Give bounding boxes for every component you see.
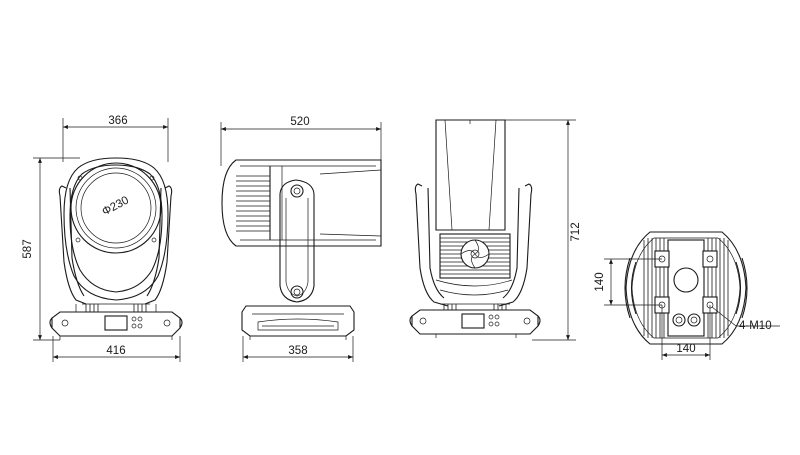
bottom-vertical-dimension: 140 (594, 258, 662, 306)
front-lens (70, 162, 162, 254)
rear-height-label: 712 (570, 222, 582, 241)
front-height-dimension: 587 (22, 157, 80, 341)
front-display (104, 315, 128, 331)
bottom-view: 140 140 4-M10 (594, 231, 780, 360)
side-base-dimension: 358 (242, 336, 354, 362)
side-base (241, 305, 355, 340)
rear-view: 712 (409, 119, 582, 341)
front-width-top-label: 366 (108, 115, 127, 127)
front-view: 366 587 Φ230 (22, 115, 183, 362)
bottom-spacing-v-label: 140 (594, 272, 606, 291)
bottom-horizontal-dimension: 140 (661, 305, 711, 360)
side-cooling-fins (236, 175, 270, 232)
side-view: 520 (220, 116, 382, 362)
front-height-label: 587 (22, 239, 34, 258)
side-top-dimension: 520 (220, 116, 382, 166)
rear-height-dimension: 712 (505, 119, 582, 341)
side-width-base-label: 358 (288, 345, 307, 357)
front-base-dimension: 416 (52, 336, 181, 362)
bottom-bolt-label: 4-M10 (739, 320, 772, 332)
side-width-top-label: 520 (290, 116, 309, 128)
front-lens-diameter-label: Φ230 (100, 194, 131, 218)
front-top-dimension: 366 (62, 115, 169, 162)
rear-base (409, 303, 541, 338)
bottom-spacing-h-label: 140 (676, 343, 695, 355)
front-base (49, 303, 183, 340)
front-width-base-label: 416 (106, 345, 125, 357)
bottom-bolt-leader: 4-M10 (711, 306, 780, 332)
